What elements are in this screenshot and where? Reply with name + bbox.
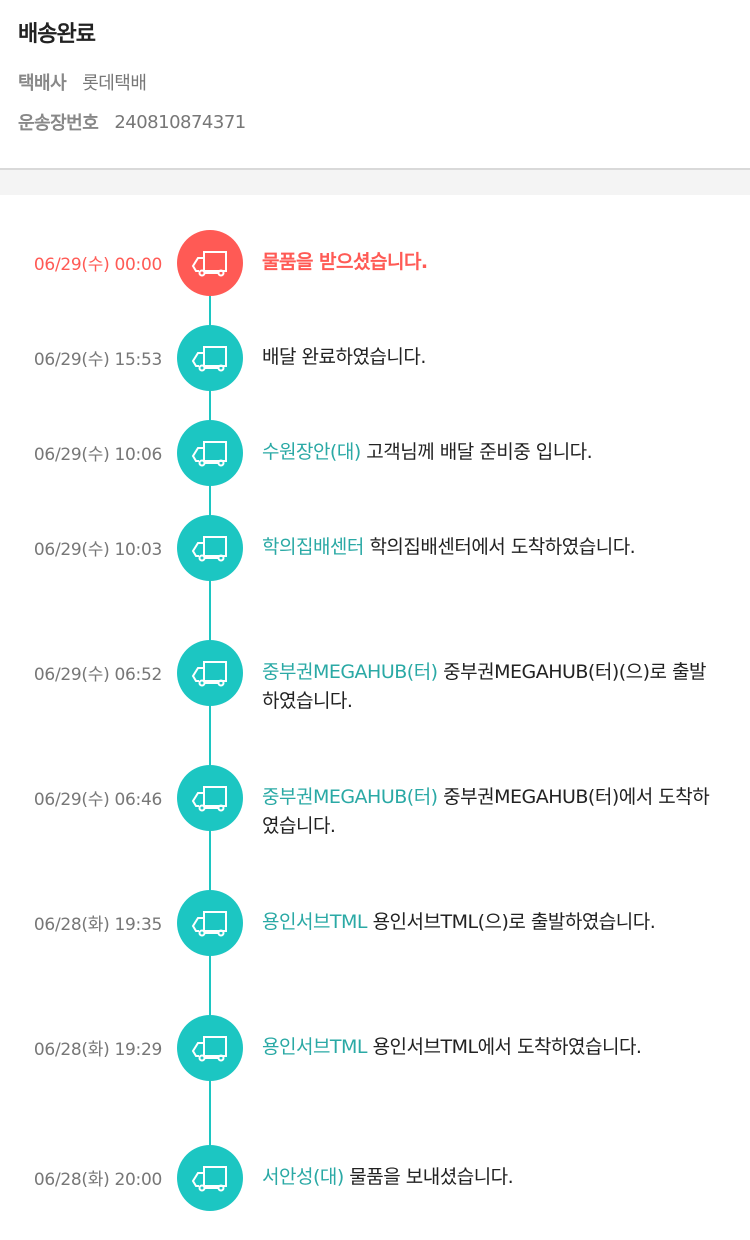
event-location: 용인서브TML	[262, 911, 368, 933]
tracking-timeline: 06/29(수) 00:00 물품을 받으셨습니다.06/29(수) 15:53…	[0, 195, 750, 1240]
timeline-event: 06/28(화) 20:00 서안성(대) 물품을 보내셨습니다.	[0, 1145, 750, 1240]
event-message: 물품을 받으셨습니다.	[262, 230, 722, 325]
truck-icon	[177, 515, 243, 581]
event-message: 중부권MEGAHUB(터) 중부권MEGAHUB(터)에서 도착하였습니다.	[262, 765, 722, 890]
event-message: 용인서브TML 용인서브TML(으)로 출발하였습니다.	[262, 890, 722, 1015]
timeline-event: 06/29(수) 10:06 수원장안(대) 고객님께 배달 준비중 입니다.	[0, 420, 750, 515]
event-text: 용인서브TML(으)로 출발하였습니다.	[372, 911, 656, 933]
event-text: 중부권MEGAHUB(터)에서 도착하였습니다.	[262, 786, 710, 837]
timeline-event: 06/29(수) 06:46 중부권MEGAHUB(터) 중부권MEGAHUB(…	[0, 765, 750, 890]
event-date: 06/28(화) 19:29	[33, 1040, 162, 1060]
timeline-line	[209, 263, 211, 1177]
event-text: 중부권MEGAHUB(터)(으)로 출발하였습니다.	[262, 661, 707, 712]
truck-icon	[177, 765, 243, 831]
courier-row: 택배사 롯데택배	[18, 62, 732, 102]
timeline-event: 06/28(화) 19:35 용인서브TML 용인서브TML(으)로 출발하였습…	[0, 890, 750, 1015]
truck-icon	[177, 420, 243, 486]
event-text: 고객님께 배달 준비중 입니다.	[366, 441, 593, 463]
event-location: 중부권MEGAHUB(터)	[262, 786, 438, 808]
event-message: 수원장안(대) 고객님께 배달 준비중 입니다.	[262, 420, 722, 515]
event-message: 중부권MEGAHUB(터) 중부권MEGAHUB(터)(으)로 출발하였습니다.	[262, 640, 722, 765]
event-date: 06/29(수) 00:00	[33, 255, 162, 275]
event-text: 물품을 받으셨습니다.	[262, 251, 428, 273]
event-text: 배달 완료하였습니다.	[262, 346, 426, 368]
event-location: 중부권MEGAHUB(터)	[262, 661, 438, 683]
courier-value: 롯데택배	[82, 73, 147, 94]
event-message: 서안성(대) 물품을 보내셨습니다.	[262, 1145, 722, 1240]
event-date: 06/29(수) 06:46	[33, 790, 162, 810]
event-date: 06/28(화) 19:35	[33, 915, 162, 935]
timeline-event: 06/29(수) 00:00 물품을 받으셨습니다.	[0, 230, 750, 325]
event-text: 용인서브TML에서 도착하였습니다.	[372, 1036, 642, 1058]
timeline-event: 06/29(수) 10:03 학의집배센터 학의집배센터에서 도착하였습니다.	[0, 515, 750, 640]
truck-icon	[177, 890, 243, 956]
event-location: 학의집배센터	[262, 536, 364, 558]
delivery-status-title: 배송완료	[18, 22, 96, 47]
timeline-event: 06/28(화) 19:29 용인서브TML 용인서브TML에서 도착하였습니다…	[0, 1015, 750, 1145]
tracking-number: 240810874371	[114, 111, 246, 133]
truck-icon	[177, 640, 243, 706]
event-date: 06/28(화) 20:00	[33, 1170, 162, 1190]
truck-icon	[177, 1145, 243, 1211]
event-location: 서안성(대)	[262, 1166, 344, 1188]
event-message: 학의집배센터 학의집배센터에서 도착하였습니다.	[262, 515, 722, 640]
courier-label: 택배사	[18, 73, 67, 94]
timeline-event: 06/29(수) 15:53 배달 완료하였습니다.	[0, 325, 750, 420]
truck-icon	[177, 1015, 243, 1081]
event-location: 수원장안(대)	[262, 441, 361, 463]
divider-band	[0, 170, 750, 195]
event-location: 용인서브TML	[262, 1036, 368, 1058]
delivery-header: 배송완료 택배사 롯데택배 운송장번호 240810874371	[0, 0, 750, 170]
truck-icon	[177, 325, 243, 391]
event-message: 배달 완료하였습니다.	[262, 325, 722, 420]
event-date: 06/29(수) 10:03	[33, 540, 162, 560]
event-message: 용인서브TML 용인서브TML에서 도착하였습니다.	[262, 1015, 722, 1145]
tracking-row: 운송장번호 240810874371	[18, 102, 732, 142]
truck-icon	[177, 230, 243, 296]
tracking-label: 운송장번호	[18, 113, 99, 134]
event-date: 06/29(수) 10:06	[33, 445, 162, 465]
timeline-event: 06/29(수) 06:52 중부권MEGAHUB(터) 중부권MEGAHUB(…	[0, 640, 750, 765]
event-date: 06/29(수) 06:52	[33, 665, 162, 685]
event-text: 물품을 보내셨습니다.	[349, 1166, 514, 1188]
event-date: 06/29(수) 15:53	[33, 350, 162, 370]
event-text: 학의집배센터에서 도착하였습니다.	[369, 536, 636, 558]
